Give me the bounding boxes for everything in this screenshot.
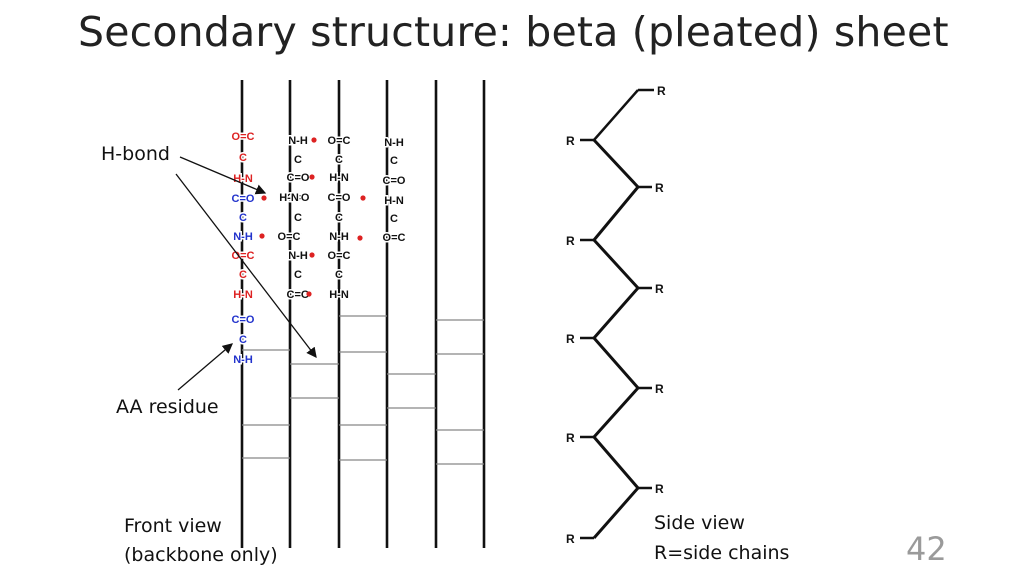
strand1-group: C=O <box>232 193 255 205</box>
strand4-group: H-N <box>384 195 404 207</box>
strand2-group: C <box>294 231 302 243</box>
strand2-group: C <box>294 212 302 224</box>
strand1-group: C <box>239 334 247 346</box>
strand3-group: C=O <box>328 192 351 204</box>
hbond-dot <box>360 195 366 201</box>
strand1-group: C <box>239 212 247 224</box>
strand1-group: O=C <box>232 131 255 143</box>
side-chain-r-label: R <box>566 332 575 346</box>
strand4-group: C <box>390 213 398 225</box>
hbond-arrow-2 <box>175 173 317 359</box>
strand2-group: C=O <box>287 192 310 204</box>
strand2-group: C=O <box>287 289 310 301</box>
hbond-dot <box>357 235 363 241</box>
strand3-group: C <box>335 269 343 281</box>
strand2-partner: H-N <box>279 192 299 204</box>
strand1-group: C <box>239 152 247 164</box>
strand3-group: O=C <box>328 135 351 147</box>
front-view-strands <box>240 80 486 548</box>
aa-residue-label: AA residue <box>116 396 219 418</box>
strand3-group: H-N <box>329 289 349 301</box>
strand3-group: C <box>335 154 343 166</box>
strand1-group: C <box>239 269 247 281</box>
side-view-label-line2: R=side chains <box>654 542 790 564</box>
hbond-dot <box>306 291 312 297</box>
strand1-group: H-N <box>233 289 253 301</box>
side-chain-r-label: R <box>655 482 664 496</box>
strand4-group: C <box>390 155 398 167</box>
side-chain-r-label: R <box>655 382 664 396</box>
slide-title: Secondary structure: beta (pleated) shee… <box>78 8 949 56</box>
front-view-label-line1: Front view <box>124 515 222 537</box>
strand1-group: N-H <box>233 231 253 243</box>
backbone-zigzag <box>592 138 640 539</box>
strand2-group: N-H <box>288 250 308 262</box>
strand4-group: N-H <box>384 137 404 149</box>
side-view-label-line1: Side view <box>654 512 745 534</box>
hbond-arrow-1 <box>179 156 267 195</box>
hbond-label: H-bond <box>101 143 170 165</box>
strand2-group: C=O <box>287 172 310 184</box>
side-chain-r-label: R <box>657 84 666 98</box>
chemical-groups: O=CCH-NC=OCN-HO=CCH-NC=OCN-HN-HCC=OC=OCC… <box>230 130 407 368</box>
strand3-group: N-H <box>329 231 349 243</box>
hbond-dot <box>309 174 315 180</box>
strand2-group: C <box>294 154 302 166</box>
side-chains: R R R R R R R R R R <box>566 84 666 546</box>
strand3-group: O=C <box>328 250 351 262</box>
strand4-group: C=O <box>383 175 406 187</box>
hbond-dot <box>311 137 317 143</box>
side-chain-r-label: R <box>566 134 575 148</box>
side-chain-r-label: R <box>566 431 575 445</box>
strand2-partner: O=C <box>278 231 301 243</box>
front-view-label-line2: (backbone only) <box>124 544 278 566</box>
hbond-dot <box>261 195 267 201</box>
side-chain-bonds <box>593 89 639 141</box>
side-chain-r-label: R <box>566 532 575 546</box>
strand2-group: C <box>294 269 302 281</box>
strand1-group: N-H <box>233 354 253 366</box>
hbond-rungs <box>242 315 484 465</box>
page-number: 42 <box>906 530 947 568</box>
strand3-group: H-N <box>329 172 349 184</box>
strand3-group: C <box>335 212 343 224</box>
side-chain-r-label: R <box>655 181 664 195</box>
side-chain-r-label: R <box>655 282 664 296</box>
annotation-arrows <box>175 156 317 391</box>
strand1-group: C=O <box>232 314 255 326</box>
aa-residue-arrow <box>177 343 233 391</box>
side-chain-r-label: R <box>566 234 575 248</box>
hbond-dot <box>259 233 265 239</box>
side-view-zigzag <box>592 89 640 539</box>
strand4-group: O=C <box>383 232 406 244</box>
hbond-dot <box>309 252 315 258</box>
strand2-group: N-H <box>288 135 308 147</box>
